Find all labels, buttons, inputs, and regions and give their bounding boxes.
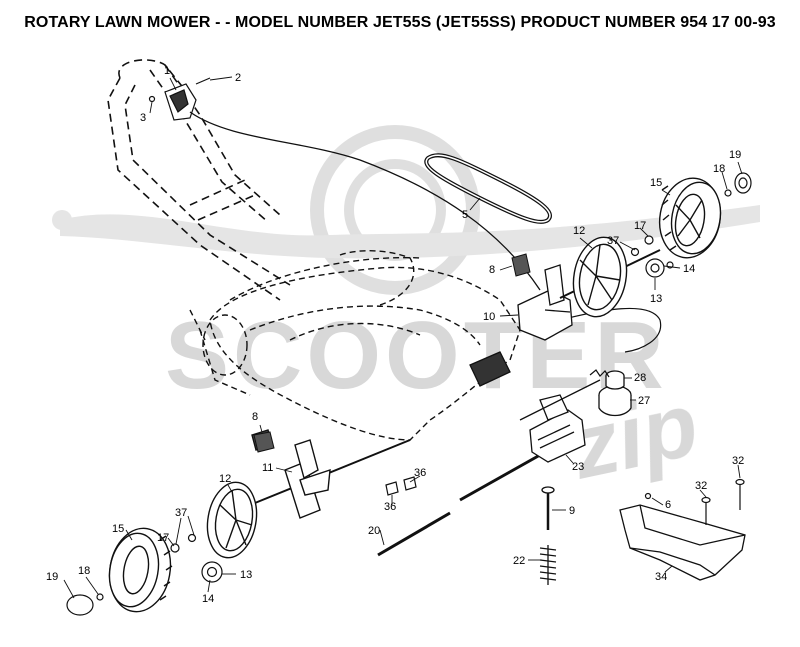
callout-5: 5: [462, 209, 468, 221]
callout-32-right: 32: [732, 455, 744, 467]
callout-15-rear: 15: [650, 177, 662, 189]
adjuster-spring: [539, 545, 557, 585]
callout-labels: 1 2 3 5 8 8 10 11 12 12 13 13 14 14 15 1…: [46, 65, 744, 605]
callout-20: 20: [368, 525, 380, 537]
gear-case: [519, 379, 601, 463]
front-wheel-cover: [253, 431, 275, 453]
callout-2: 2: [235, 72, 241, 84]
front-hubcap: [66, 533, 197, 616]
callout-15-front: 15: [112, 523, 124, 535]
mower-handle: [107, 59, 291, 301]
callout-18-front: 18: [78, 565, 90, 577]
callout-14-front: 14: [202, 593, 214, 605]
watermark-text: SCOOTER: [165, 302, 668, 409]
callout-19-front: 19: [46, 571, 58, 583]
height-adjuster-nuts: [385, 476, 417, 496]
callout-32-left: 32: [695, 480, 707, 492]
callout-1: 1: [164, 65, 170, 77]
drive-rod: [377, 511, 451, 557]
leader-lines: [63, 76, 743, 599]
front-tire: [108, 527, 173, 613]
callout-6: 6: [665, 499, 671, 511]
transmission: [469, 264, 573, 387]
callout-8-rear: 8: [489, 264, 495, 276]
front-drive-wheel-hub: [206, 481, 258, 559]
callout-10: 10: [483, 311, 495, 323]
rear-hubcap: [630, 172, 752, 269]
mower-deck: [189, 250, 521, 441]
callout-37-front: 37: [175, 507, 187, 519]
callout-14-rear: 14: [683, 263, 695, 275]
callout-8-front: 8: [252, 411, 258, 423]
callout-3: 3: [140, 112, 146, 124]
callout-17-front: 17: [157, 532, 169, 544]
callout-28: 28: [634, 372, 646, 384]
callout-13-rear: 13: [650, 293, 662, 305]
rear-tire: [658, 177, 722, 259]
callout-11: 11: [262, 462, 273, 474]
callout-37-rear: 37: [607, 235, 619, 247]
callout-22: 22: [513, 555, 525, 567]
callout-36-left: 36: [384, 501, 396, 513]
callout-19-rear: 19: [729, 149, 741, 161]
callout-17-rear: 17: [634, 220, 646, 232]
callout-36-right: 36: [414, 467, 426, 479]
callout-12-front: 12: [219, 473, 231, 485]
callout-13-front: 13: [240, 569, 252, 581]
pulley: [598, 370, 632, 417]
callout-9: 9: [569, 505, 575, 517]
callout-34: 34: [655, 571, 667, 583]
page-title: ROTARY LAWN MOWER - - MODEL NUMBER JET55…: [24, 14, 776, 31]
watermark: SCOOTER zip: [52, 125, 760, 499]
callout-18-rear: 18: [713, 163, 725, 175]
handle-control: [148, 77, 211, 121]
cable-spring: [589, 369, 610, 378]
adjuster-shaft: [459, 453, 555, 530]
shield-bolts: [644, 478, 745, 525]
rear-wheel-cover: [511, 253, 531, 277]
callout-23: 23: [572, 461, 584, 473]
front-pinion-gear: [201, 561, 223, 583]
control-cable: [189, 111, 541, 291]
rear-shield: [619, 504, 746, 581]
rear-pinion-gear: [645, 258, 665, 278]
rear-drive-wheel-hub: [572, 236, 628, 318]
callout-12-rear: 12: [573, 225, 585, 237]
drive-belt: [424, 153, 552, 224]
callout-27: 27: [638, 395, 650, 407]
